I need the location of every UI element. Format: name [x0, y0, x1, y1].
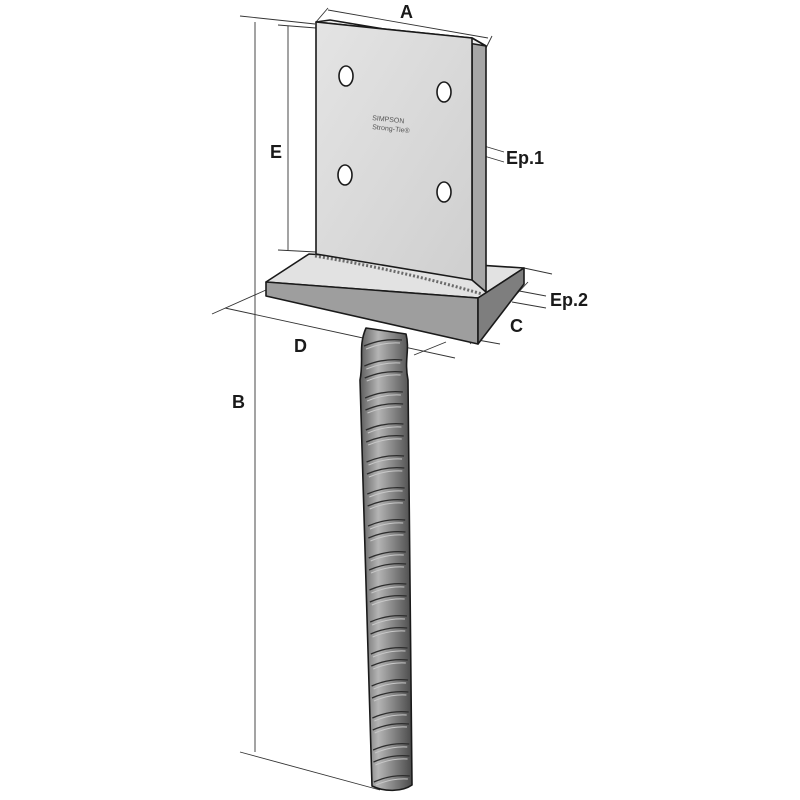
dim-ep2-line-3	[511, 301, 547, 309]
dim-e-ext-top	[277, 24, 317, 29]
rebar-rib	[367, 498, 405, 507]
rebar-rib-highlight	[370, 554, 404, 562]
rebar-rib	[366, 466, 405, 475]
dim-b-ext-bottom	[239, 751, 381, 791]
dimension-labels: A E Ep.1 Ep.2 C D B	[232, 2, 588, 412]
bolt-hole-bottom-right	[436, 181, 452, 203]
rebar-rib	[365, 422, 404, 431]
vertical-plate-side	[471, 37, 487, 293]
rebar-rib-highlight	[375, 758, 408, 766]
rebar-rib-highlight	[372, 650, 406, 658]
rebar-ribs	[363, 338, 410, 786]
rebar-rib-highlight	[372, 630, 406, 638]
dim-label-ep1: Ep.1	[506, 148, 544, 168]
dim-a-line	[327, 9, 489, 39]
rebar-rib	[368, 562, 407, 571]
rebar-rib	[368, 530, 406, 539]
rebar-rib	[365, 402, 404, 411]
rebar-rib-highlight	[374, 714, 407, 722]
rebar-rib-highlight	[371, 598, 405, 606]
dim-label-c: C	[510, 316, 523, 336]
vertical-plate-face	[315, 21, 473, 281]
dim-label-b: B	[232, 392, 245, 412]
bolt-hole-bottom-left	[337, 164, 353, 186]
rebar-rib	[371, 690, 409, 699]
dim-e-ext-bottom	[277, 249, 317, 253]
dim-d-ext-left	[211, 289, 267, 315]
dim-a-ext-right	[485, 35, 493, 49]
rebar-rib	[370, 646, 408, 655]
rebar-rib	[369, 594, 407, 603]
dim-a-ext-left	[315, 7, 329, 23]
rebar-rib	[372, 742, 410, 751]
plate-marking-line2: Strong-Tie®	[372, 123, 411, 135]
rebar-rib	[364, 358, 403, 367]
rebar-anchor	[359, 327, 413, 792]
rebar-rib-highlight	[373, 662, 406, 670]
rebar-rib-highlight	[370, 534, 404, 542]
rebar-rib	[367, 486, 405, 495]
dimension-lines	[211, 7, 553, 791]
dim-label-d: D	[294, 336, 307, 356]
dim-d-line	[224, 307, 456, 359]
bolt-hole-top-left	[338, 65, 354, 87]
dim-ep2-line-1	[523, 267, 553, 275]
rebar-rib	[367, 518, 406, 527]
rebar-rib	[366, 454, 405, 463]
rebar-rib	[372, 710, 409, 719]
bolt-holes	[337, 65, 452, 203]
rebar-rib-highlight	[365, 342, 401, 350]
rebar-rib-highlight	[369, 490, 403, 498]
dim-ep1-line-2	[483, 155, 505, 163]
rebar-rib	[368, 550, 406, 559]
rebar-rib	[372, 722, 410, 731]
rebar-rib	[369, 582, 407, 591]
rebar-rib-highlight	[367, 426, 402, 434]
rebar-rib	[363, 338, 403, 347]
vertical-plate: SIMPSON Strong-Tie®	[315, 19, 487, 293]
rebar-rib	[369, 614, 408, 623]
rebar-rib-highlight	[373, 694, 407, 702]
dim-d-ext-right	[413, 341, 447, 356]
rebar-rib-highlight	[373, 682, 407, 690]
rebar-rib-highlight	[369, 522, 404, 530]
rebar-rib-highlight	[366, 394, 401, 402]
rebar-rib-highlight	[366, 362, 401, 370]
rebar-rib	[373, 774, 410, 783]
rebar-rib	[364, 390, 403, 399]
rebar-rib-highlight	[368, 458, 403, 466]
rebar-rib	[373, 754, 410, 763]
rebar-rib-highlight	[374, 726, 408, 734]
dim-ep1-line-1	[483, 145, 505, 153]
dim-label-a: A	[400, 2, 413, 22]
plate-marking-line1: SIMPSON	[372, 115, 405, 125]
rebar-rib	[371, 658, 408, 667]
bolt-hole-top-right	[436, 81, 452, 103]
rebar-rib-highlight	[375, 778, 408, 786]
rebar-rib-highlight	[367, 438, 402, 446]
dim-label-e: E	[270, 142, 282, 162]
rebar-rib	[365, 434, 404, 443]
weld-bead	[314, 254, 483, 296]
rebar-rib-highlight	[368, 470, 403, 478]
rebar-rib-highlight	[374, 746, 408, 754]
rebar-rib-highlight	[369, 502, 403, 510]
dim-b-ext-top	[239, 15, 316, 25]
rebar-rib	[364, 370, 403, 379]
rebar-rib-highlight	[366, 374, 401, 382]
rebar-rib-highlight	[371, 618, 405, 626]
rebar-rib-highlight	[367, 406, 402, 414]
rebar-rib	[371, 678, 409, 687]
rebar-rib-highlight	[370, 566, 405, 574]
base-plate-side	[477, 267, 525, 345]
rebar-rib	[370, 626, 408, 635]
dim-label-ep2: Ep.2	[550, 290, 588, 310]
rebar-rib-highlight	[371, 586, 405, 594]
